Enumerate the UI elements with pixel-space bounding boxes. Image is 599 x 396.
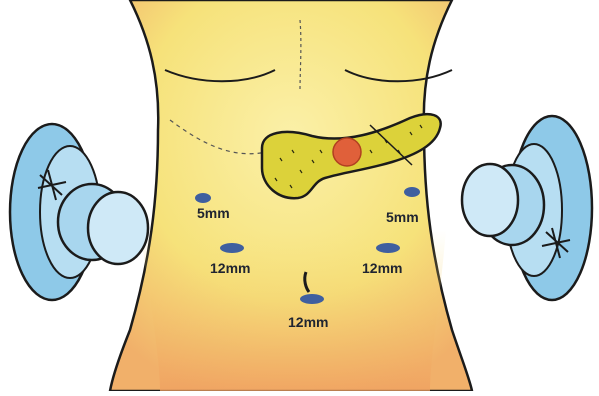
label-12mm-left: 12mm: [210, 260, 250, 276]
port-site-12mm-left: [220, 243, 244, 253]
label-12mm-right: 12mm: [362, 260, 402, 276]
label-12mm-umbilical: 12mm: [288, 314, 328, 330]
label-5mm-left: 5mm: [197, 205, 230, 221]
hand-port-device-right: [462, 116, 592, 300]
torso-lower-shading: [140, 230, 446, 391]
tumor: [333, 138, 361, 166]
label-5mm-right: 5mm: [386, 209, 419, 225]
port-site-5mm-left: [195, 193, 211, 203]
port-site-5mm-right: [404, 187, 420, 197]
port-site-12mm-right: [376, 243, 400, 253]
port-site-12mm-umbilical: [300, 294, 324, 304]
hand-port-device-left: [10, 124, 148, 300]
